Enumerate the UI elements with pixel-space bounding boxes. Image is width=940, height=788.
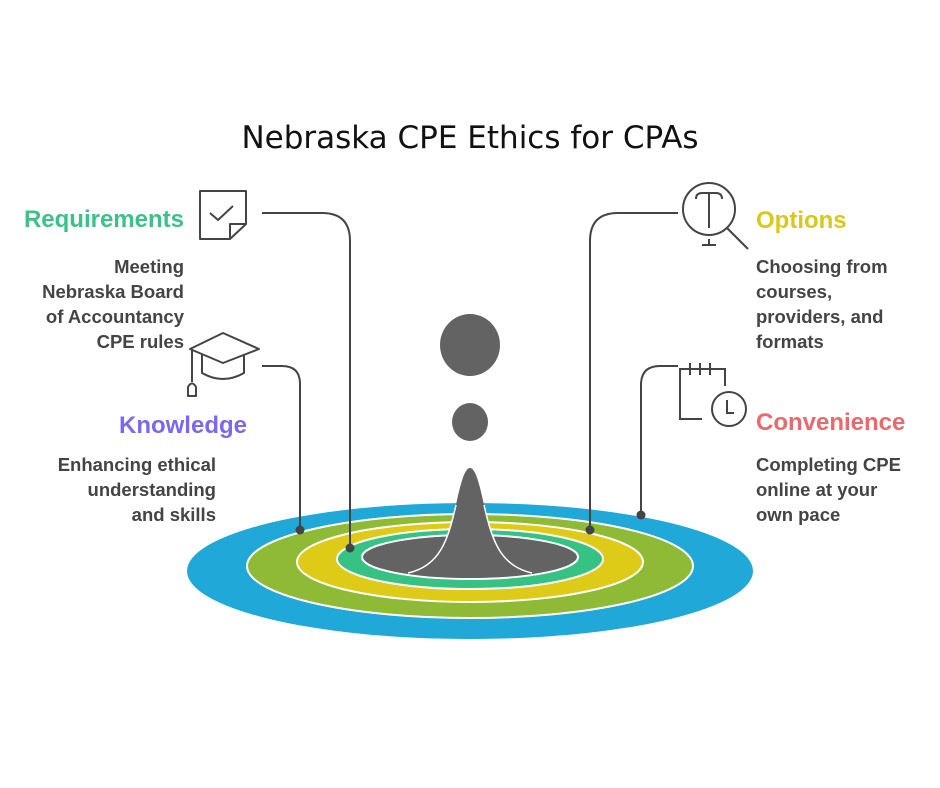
options-heading: Options (756, 207, 847, 234)
requirements-description-line: of Accountancy (45, 306, 184, 327)
splash-peak-outline-left (407, 504, 457, 574)
requirements-description-line: Meeting (114, 256, 184, 277)
connector-dot-convenience (636, 510, 646, 520)
droplet-small (452, 403, 488, 441)
requirements-description-line: Nebraska Board (42, 281, 184, 302)
knowledge-description: Enhancing ethical understanding and skil… (58, 452, 216, 527)
requirements-heading: Requirements (23, 206, 184, 233)
splash-peak-outline-right (483, 504, 533, 574)
requirements-description-line: CPE rules (96, 331, 184, 352)
convenience-description: Completing CPE online at your own pace (756, 452, 901, 527)
knowledge-description-line: and skills (131, 504, 216, 525)
convenience-description-line: own pace (756, 504, 841, 525)
options-description-line: courses, (756, 281, 833, 302)
convenience-heading: Convenience (756, 409, 906, 436)
requirements-description: Meeting Nebraska Board of Accountancy CP… (42, 254, 184, 354)
page-title: Nebraska CPE Ethics for CPAs (241, 120, 699, 156)
connector-knowledge (262, 365, 301, 530)
connector-options (589, 212, 678, 530)
connector-requirements (262, 212, 351, 548)
knowledge-heading: Knowledge (118, 412, 247, 439)
droplet-large (440, 314, 500, 376)
options-description-line: providers, and (756, 306, 884, 327)
magnifier-text-icon (682, 182, 749, 250)
knowledge-description-line: understanding (87, 479, 216, 500)
options-description-line: Choosing from (756, 256, 888, 277)
connector-convenience (640, 365, 678, 515)
options-description-line: formats (756, 331, 824, 352)
graduation-cap-icon (187, 332, 260, 397)
connector-dot-options (585, 525, 595, 535)
splash-peak (408, 468, 532, 573)
convenience-description-line: online at your (756, 479, 878, 500)
connector-dot-requirements (345, 543, 355, 553)
convenience-description-line: Completing CPE (756, 454, 901, 475)
knowledge-description-line: Enhancing ethical (57, 454, 216, 475)
checklist-document-icon (199, 190, 247, 240)
options-description: Choosing from courses, providers, and fo… (756, 254, 888, 354)
calendar-clock-icon (679, 363, 747, 427)
connector-dot-knowledge (295, 525, 305, 535)
